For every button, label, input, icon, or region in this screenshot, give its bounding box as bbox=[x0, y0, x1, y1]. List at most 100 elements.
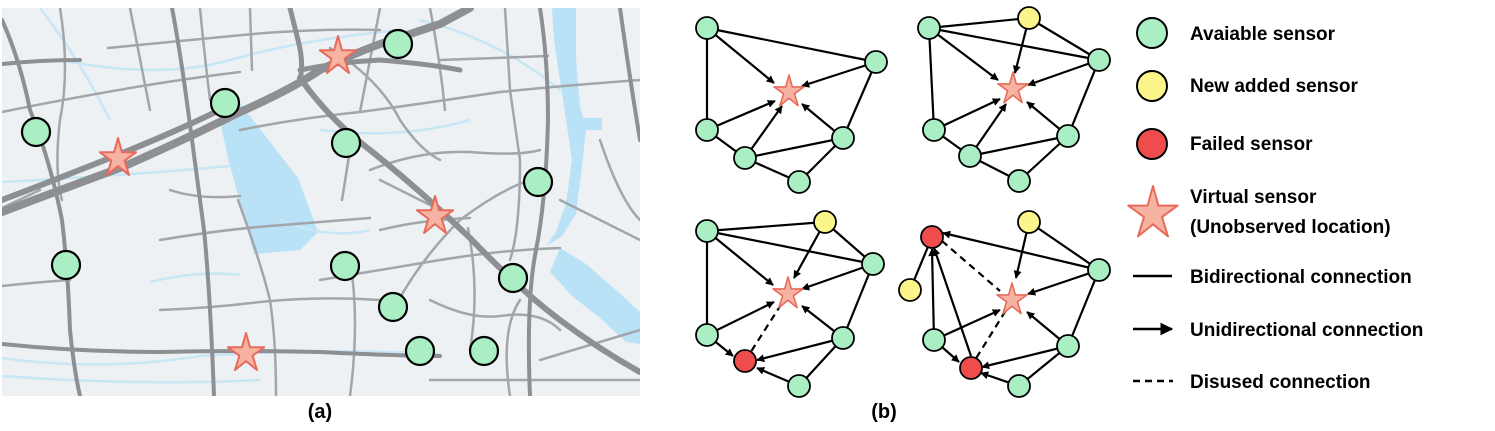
caption-b: (b) bbox=[871, 401, 897, 423]
new-added-sensor-node bbox=[1017, 210, 1041, 234]
new-added-sensor-node bbox=[898, 278, 922, 302]
map-sensor bbox=[209, 87, 241, 119]
map-sensor bbox=[20, 116, 52, 148]
unidirectional-edge bbox=[706, 301, 775, 336]
map-sensor bbox=[382, 28, 414, 60]
legend-bidirectional-label: Bidirectional connection bbox=[1190, 267, 1412, 288]
legend-disused: Disused connection bbox=[1133, 372, 1371, 393]
unidirectional-edge bbox=[706, 230, 774, 286]
graph-1-nodes bbox=[695, 16, 888, 194]
failed-sensor-node bbox=[959, 356, 983, 380]
graph-2-nodes bbox=[917, 6, 1111, 193]
bidirectional-edge bbox=[744, 136, 844, 160]
legend-available-label: Avaiable sensor bbox=[1190, 24, 1336, 45]
bidirectional-edge bbox=[706, 229, 874, 266]
unidirectional-edge bbox=[706, 27, 775, 84]
map-sensor bbox=[329, 250, 361, 282]
failed-sensor-node bbox=[920, 225, 944, 249]
unidirectional-edge bbox=[706, 99, 776, 132]
legend-failed: Failed sensor bbox=[1136, 128, 1313, 160]
legend-unidirectional-label: Unidirectional connection bbox=[1190, 320, 1423, 341]
legend-virtual: Virtual sensor (Unobserved location) bbox=[1127, 185, 1391, 238]
new-added-sensor-node bbox=[1017, 6, 1041, 30]
bidirectional-edge bbox=[927, 27, 936, 131]
bidirectional-edge bbox=[706, 26, 877, 64]
available-sensor-node bbox=[695, 118, 719, 142]
legend-new-added: New added sensor bbox=[1136, 70, 1358, 102]
unidirectional-edge bbox=[1027, 58, 1100, 87]
available-sensor-node bbox=[1056, 124, 1080, 148]
map-sensor bbox=[377, 291, 409, 323]
available-sensor-node bbox=[864, 50, 888, 74]
available-sensor-node bbox=[1087, 48, 1111, 72]
map-sensor bbox=[522, 166, 554, 198]
virtual-sensor-node bbox=[773, 74, 805, 107]
unidirectional-edge bbox=[933, 308, 1001, 342]
map-water bbox=[218, 8, 640, 344]
available-sensor-node bbox=[787, 170, 811, 194]
bidirectional-edge bbox=[1066, 269, 1101, 347]
bidirectional-edge bbox=[1028, 17, 1100, 61]
map-sensor bbox=[468, 335, 500, 367]
legend-failed-label: Failed sensor bbox=[1190, 134, 1313, 155]
available-sensor-node bbox=[922, 118, 946, 142]
available-sensor-node bbox=[831, 326, 855, 350]
bidirectional-edge bbox=[706, 220, 826, 233]
bidirectional-edge bbox=[841, 61, 878, 139]
map-available-sensors bbox=[20, 28, 554, 367]
legend-disused-label: Disused connection bbox=[1190, 372, 1371, 393]
legend-available: Avaiable sensor bbox=[1136, 17, 1336, 49]
unidirectional-edge bbox=[928, 27, 999, 81]
map-sensor bbox=[330, 127, 362, 159]
graph-3-nodes bbox=[695, 210, 885, 398]
legend-available-swatch bbox=[1136, 17, 1168, 49]
available-sensor-node bbox=[1007, 374, 1031, 398]
map-sensor bbox=[50, 249, 82, 281]
map-sensor bbox=[497, 262, 529, 294]
legend-bidirectional: Bidirectional connection bbox=[1133, 267, 1412, 288]
available-sensor-node bbox=[917, 16, 941, 40]
map-roads-minor bbox=[2, 8, 640, 396]
virtual-sensor-node bbox=[996, 282, 1028, 315]
available-sensor-node bbox=[695, 16, 719, 40]
legend-virtual-swatch bbox=[1127, 185, 1179, 238]
unidirectional-edge bbox=[942, 230, 1100, 272]
bidirectional-edge bbox=[841, 263, 875, 339]
available-sensor-node bbox=[1087, 258, 1111, 282]
bidirectional-edge bbox=[969, 134, 1069, 158]
available-sensor-node bbox=[831, 126, 855, 150]
disused-edge bbox=[941, 240, 1001, 292]
available-sensor-node bbox=[695, 219, 719, 243]
map-virtual-sensor bbox=[318, 35, 358, 74]
bidirectional-edge bbox=[928, 16, 1030, 30]
map-virtual-sensor bbox=[415, 195, 455, 234]
available-sensor-node bbox=[1056, 334, 1080, 358]
available-sensor-node bbox=[695, 323, 719, 347]
map-panel: (a) bbox=[2, 8, 640, 423]
available-sensor-node bbox=[787, 374, 811, 398]
legend-new-added-swatch bbox=[1136, 70, 1168, 102]
legend-virtual-label-line1: Virtual sensor bbox=[1190, 187, 1317, 208]
unidirectional-edge bbox=[1027, 268, 1100, 296]
unidirectional-edge bbox=[801, 60, 877, 88]
failed-sensor-node bbox=[733, 349, 757, 373]
map-virtual-sensor bbox=[226, 332, 266, 371]
legend-unidirectional: Unidirectional connection bbox=[1133, 320, 1423, 341]
available-sensor-node bbox=[922, 328, 946, 352]
available-sensor-node bbox=[1007, 169, 1031, 193]
virtual-sensor-node bbox=[772, 276, 804, 309]
unidirectional-edge bbox=[932, 247, 973, 357]
bidirectional-edge bbox=[1028, 221, 1100, 271]
unidirectional-edge bbox=[981, 344, 1069, 370]
legend-new-added-label: New added sensor bbox=[1190, 76, 1358, 97]
available-sensor-node bbox=[733, 146, 757, 170]
map-virtual-sensors bbox=[98, 35, 455, 371]
unidirectional-edge bbox=[801, 262, 874, 291]
graph-2 bbox=[927, 16, 1101, 182]
graph-4-nodes bbox=[898, 210, 1111, 398]
legend: Avaiable sensor New added sensor Failed … bbox=[1127, 17, 1423, 393]
legend-virtual-label-line2: (Unobserved location) bbox=[1190, 217, 1391, 238]
unidirectional-edge bbox=[756, 336, 844, 363]
graph-1 bbox=[705, 26, 878, 184]
